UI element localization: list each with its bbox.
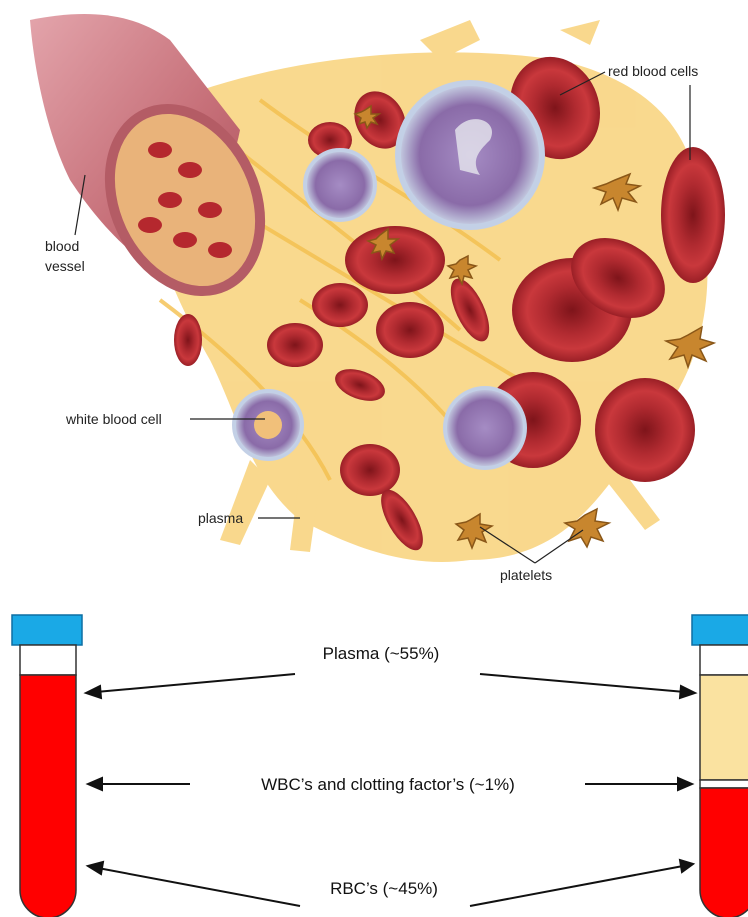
label-plasma-percent: Plasma (~55%) [323,644,440,663]
red-blood-cell-icon [340,444,400,496]
red-blood-cell-icon [267,323,323,367]
label-blood-vessel-line1: blood [45,238,79,254]
red-blood-cell-icon [595,378,695,482]
red-blood-cell-icon [312,283,368,327]
red-blood-cell-icon [661,147,725,283]
label-plasma: plasma [198,510,243,526]
separation-diagram: Plasma (~55%) WBC’s and clotting factor’… [12,615,748,917]
test-tube-icon [20,675,76,917]
label-white-blood-cell: white blood cell [65,411,162,427]
label-wbc-percent: WBC’s and clotting factor’s (~1%) [261,775,515,794]
label-blood-vessel-line2: vessel [45,258,85,274]
buffy-coat-layer [700,780,748,788]
label-red-blood-cells: red blood cells [608,63,698,79]
label-rbc-percent: RBC’s (~45%) [330,879,438,898]
white-blood-cell-icon [305,150,375,220]
tube-cap-icon [12,615,82,645]
test-tube-left [12,615,82,917]
tube-cap-icon [692,615,748,645]
plasma-layer [700,675,748,780]
label-platelets: platelets [500,567,552,583]
rbc-layer [700,788,748,917]
white-blood-cell-icon [445,388,525,468]
blood-illustration: red blood cells blood vessel white blood… [30,14,725,583]
red-blood-cell-icon [376,302,444,358]
red-blood-cell-icon [345,226,445,294]
test-tube-right [692,615,748,917]
red-blood-cell-icon [174,314,202,366]
